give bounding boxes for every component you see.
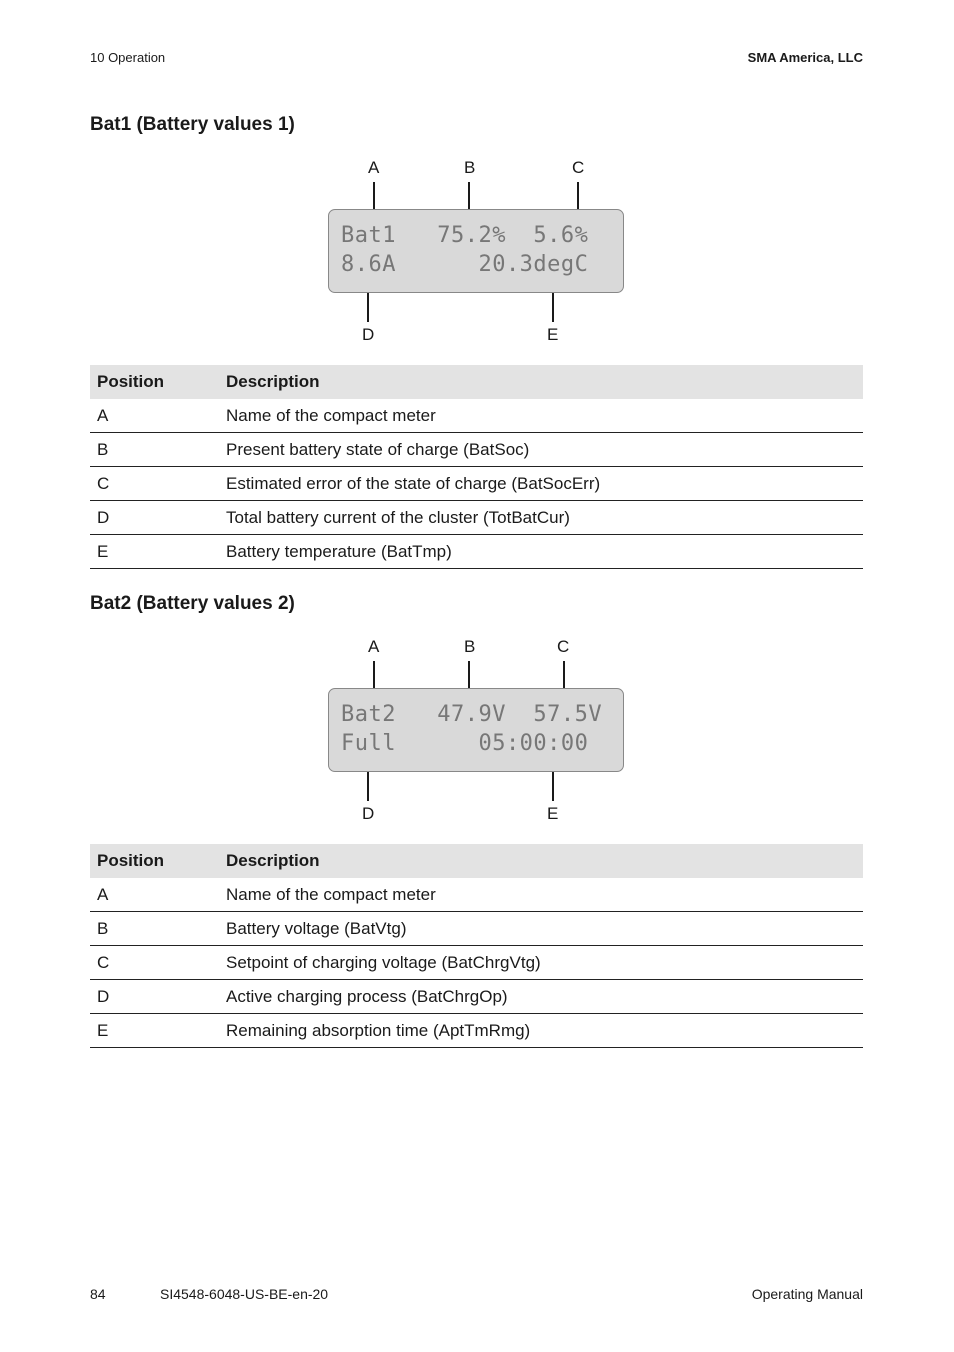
- callout-a: A: [368, 158, 380, 177]
- callout-a: A: [368, 637, 380, 656]
- lcd-line-2: Full 05:00:00: [341, 731, 589, 756]
- callout-c: C: [557, 637, 570, 656]
- lcd-display: Bat2 47.9V 57.5V Full 05:00:00: [328, 688, 624, 772]
- table-row: B Battery voltage (BatVtg): [90, 911, 863, 946]
- header-company: SMA America, LLC: [747, 50, 863, 65]
- column-header-description: Description: [219, 844, 863, 878]
- header-section: 10 Operation: [90, 50, 166, 65]
- table-row: A Name of the compact meter: [90, 878, 863, 912]
- description-cell: Present battery state of charge (BatSoc): [219, 432, 863, 467]
- table-row: C Estimated error of the state of charge…: [90, 466, 863, 501]
- callout-e: E: [547, 804, 559, 823]
- position-cell: E: [90, 1013, 219, 1048]
- lcd-line-1: Bat2 47.9V 57.5V: [341, 702, 603, 727]
- position-cell: B: [90, 911, 219, 946]
- page-number: 84: [90, 1286, 106, 1302]
- manual-type: Operating Manual: [751, 1286, 863, 1302]
- position-cell: C: [90, 945, 219, 980]
- position-table-bat2: Position Description A Name of the compa…: [90, 844, 863, 1048]
- description-cell: Name of the compact meter: [219, 878, 863, 912]
- column-header-description: Description: [219, 365, 863, 399]
- table-row: D Active charging process (BatChrgOp): [90, 979, 863, 1014]
- table-row: E Remaining absorption time (AptTmRmg): [90, 1013, 863, 1048]
- callout-b: B: [464, 637, 476, 656]
- document-id: SI4548-6048-US-BE-en-20: [160, 1286, 329, 1302]
- position-cell: D: [90, 979, 219, 1014]
- table-row: B Present battery state of charge (BatSo…: [90, 432, 863, 467]
- table-row: A Name of the compact meter: [90, 399, 863, 433]
- callout-e: E: [547, 325, 559, 344]
- position-table-bat1: Position Description A Name of the compa…: [90, 365, 863, 569]
- callout-b: B: [464, 158, 476, 177]
- description-cell: Name of the compact meter: [219, 399, 863, 433]
- table-header-row: Position Description: [90, 365, 863, 399]
- description-cell: Active charging process (BatChrgOp): [219, 979, 863, 1014]
- callout-d: D: [362, 325, 375, 344]
- callout-c: C: [572, 158, 585, 177]
- table-row: C Setpoint of charging voltage (BatChrgV…: [90, 945, 863, 980]
- position-cell: E: [90, 534, 219, 569]
- description-cell: Remaining absorption time (AptTmRmg): [219, 1013, 863, 1048]
- column-header-position: Position: [90, 844, 219, 878]
- lcd-diagram-bat1: A B C Bat1 75.2% 5.6% 8.6A 20.3degC D E: [0, 155, 954, 345]
- description-cell: Setpoint of charging voltage (BatChrgVtg…: [219, 945, 863, 980]
- lcd-display: Bat1 75.2% 5.6% 8.6A 20.3degC: [328, 209, 624, 293]
- position-cell: B: [90, 432, 219, 467]
- column-header-position: Position: [90, 365, 219, 399]
- lcd-diagram-bat2: A B C Bat2 47.9V 57.5V Full 05:00:00 D E: [0, 634, 954, 824]
- section-title-bat1: Bat1 (Battery values 1): [90, 114, 295, 135]
- table-row: E Battery temperature (BatTmp): [90, 534, 863, 569]
- position-cell: A: [90, 878, 219, 912]
- lcd-line-1: Bat1 75.2% 5.6%: [341, 223, 589, 248]
- position-cell: D: [90, 500, 219, 535]
- description-cell: Battery temperature (BatTmp): [219, 534, 863, 569]
- description-cell: Battery voltage (BatVtg): [219, 911, 863, 946]
- lcd-line-2: 8.6A 20.3degC: [341, 252, 589, 277]
- description-cell: Estimated error of the state of charge (…: [219, 466, 863, 501]
- table-row: D Total battery current of the cluster (…: [90, 500, 863, 535]
- position-cell: C: [90, 466, 219, 501]
- callout-d: D: [362, 804, 375, 823]
- table-header-row: Position Description: [90, 844, 863, 878]
- description-cell: Total battery current of the cluster (To…: [219, 500, 863, 535]
- section-title-bat2: Bat2 (Battery values 2): [90, 593, 295, 614]
- position-cell: A: [90, 399, 219, 433]
